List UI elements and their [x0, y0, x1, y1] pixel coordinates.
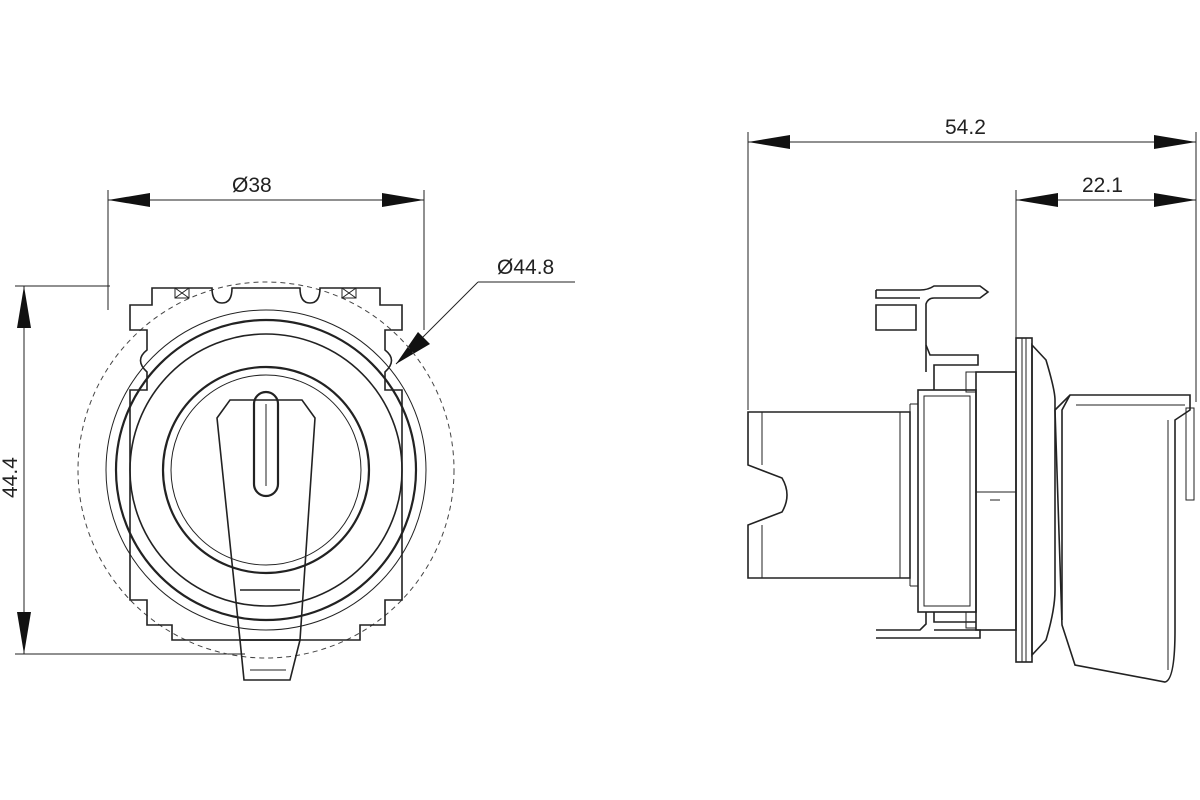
dimension-overall-length: 54.2: [747, 116, 1197, 410]
dimension-outer-diameter: Ø44.8: [395, 256, 575, 365]
dim-front-length-label: 22.1: [1082, 174, 1123, 197]
dim-outer-diameter-label: Ø44.8: [497, 256, 554, 279]
dim-overall-length-label: 54.2: [945, 116, 986, 139]
front-view: Ø38 Ø44.8 44.4: [0, 174, 575, 681]
dimension-width: Ø38: [107, 174, 425, 330]
dim-height-label: 44.4: [0, 457, 22, 498]
dimension-height: 44.4: [0, 285, 245, 655]
dimension-front-length: 22.1: [1015, 174, 1196, 340]
side-view: 54.2 22.1: [747, 116, 1197, 683]
dim-width-label: Ø38: [232, 174, 272, 197]
